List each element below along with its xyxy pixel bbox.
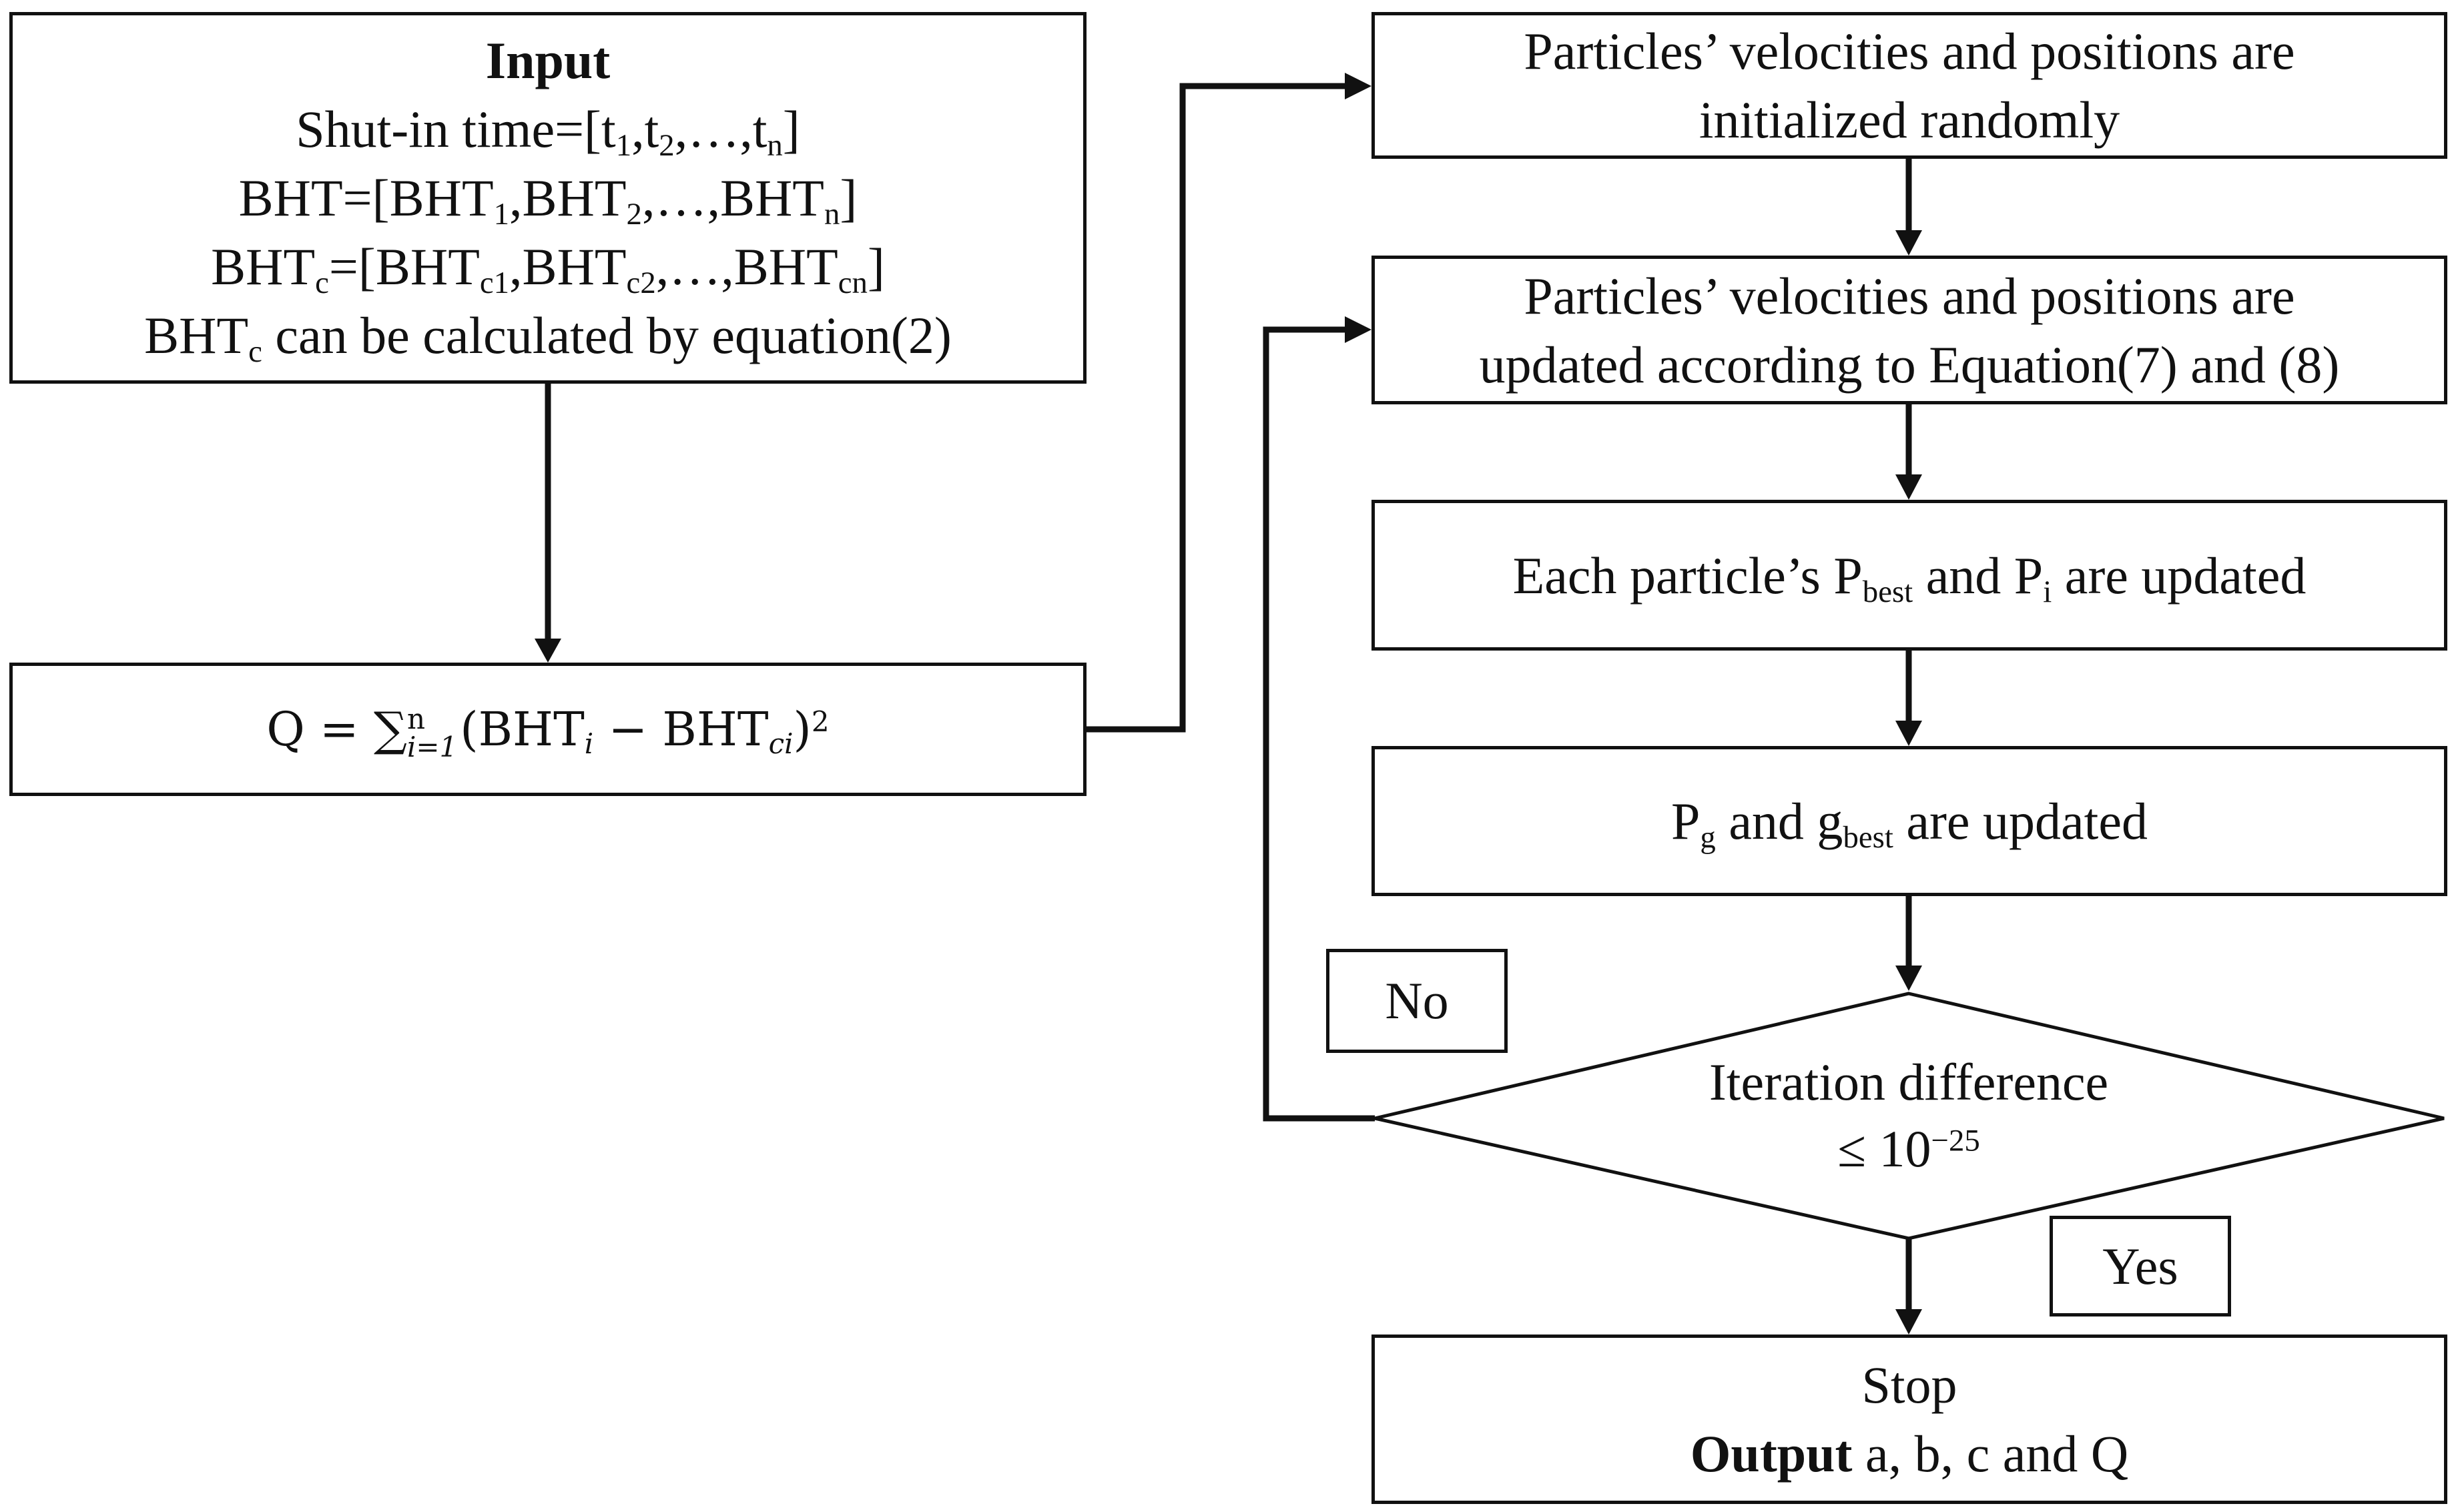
no-label: No	[1326, 949, 1508, 1053]
stop-box: Stop Output a, b, c and Q	[1371, 1335, 2447, 1504]
arrowhead	[1895, 966, 1922, 991]
arrowhead	[1895, 230, 1922, 256]
input-title: Input	[485, 31, 611, 89]
stop-output: Output a, b, c and Q	[1690, 1425, 2129, 1483]
pbest-box: Each particle’s Pbest and Pi are updated	[1371, 500, 2447, 651]
input-shut-in-time: Shut-in time=[t1,t2,…,tn]	[296, 100, 800, 163]
input-bhtc-note: BHTc can be calculated by equation(2)	[144, 306, 952, 370]
update-line2: updated according to Equation(7) and (8)	[1479, 335, 2340, 394]
decision-diamond	[1374, 992, 2445, 1240]
update-box: Particles’ velocities and positions are …	[1371, 256, 2447, 404]
decision-threshold: ≤ 10−25	[1837, 1120, 1980, 1178]
pbest-text: Each particle’s Pbest and Pi are updated	[1512, 546, 2307, 609]
arrow-q-to-init	[1087, 83, 1348, 733]
update-line1: Particles’ velocities and positions are	[1524, 266, 2295, 325]
arrowhead	[1345, 73, 1371, 99]
input-bht: BHT=[BHT1,BHT2,…,BHTn]	[238, 169, 858, 232]
arrowhead	[535, 639, 561, 663]
arrowhead	[1895, 721, 1922, 746]
decision-line1: Iteration difference	[1709, 1053, 2109, 1111]
init-line2: initialized randomly	[1699, 91, 2120, 149]
gbest-box: Pg and gbest are updated	[1371, 746, 2447, 896]
yes-label: Yes	[2050, 1216, 2231, 1316]
init-line1: Particles’ velocities and positions are	[1524, 22, 2295, 80]
arrowhead	[1895, 1309, 1922, 1335]
gbest-text: Pg and gbest are updated	[1671, 792, 2148, 855]
decision-text: Iteration difference ≤ 10−25	[1508, 1049, 2309, 1182]
init-box: Particles’ velocities and positions are …	[1371, 12, 2447, 159]
arrowhead	[1345, 316, 1371, 343]
arrow-no-loop	[1263, 326, 1375, 1122]
arrowhead	[1895, 474, 1922, 500]
stop-title: Stop	[1861, 1356, 1957, 1414]
input-bhtc: BHTc=[BHTc1,BHTc2,…,BHTcn]	[211, 238, 885, 301]
input-box: Input Shut-in time=[t1,t2,…,tn] BHT=[BHT…	[9, 12, 1087, 384]
